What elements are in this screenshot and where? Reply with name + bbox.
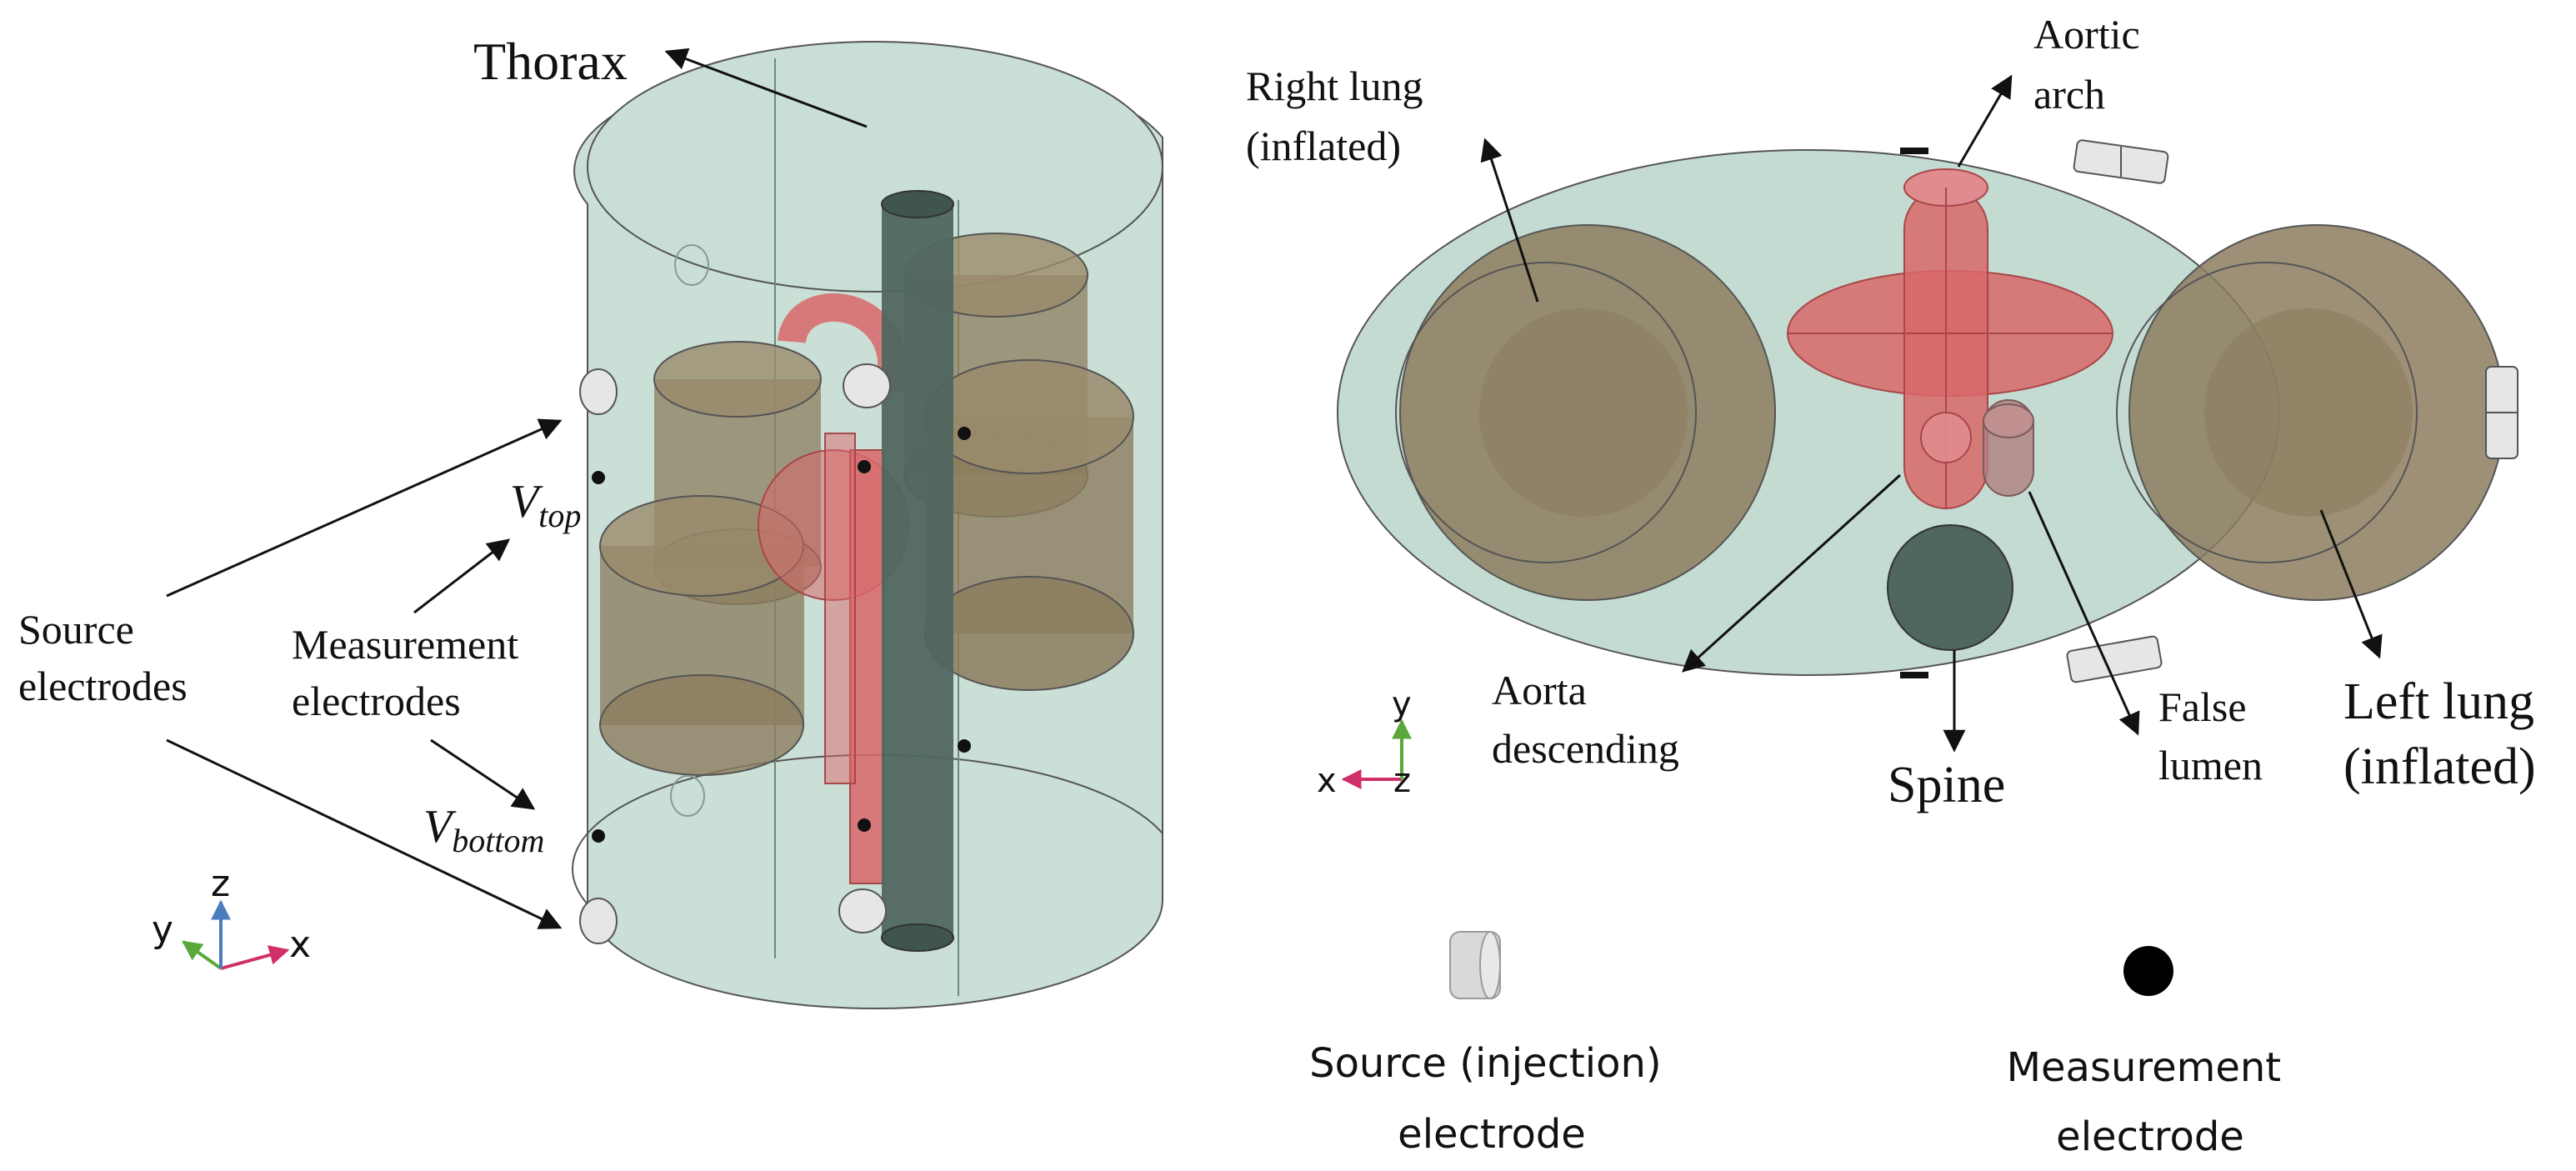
aorta-descending-label: Aorta descending (1492, 667, 1679, 772)
source-electrode (2485, 366, 2518, 459)
aorta-cross-section (1787, 168, 2113, 509)
false-lumen-arrow (2028, 491, 2140, 736)
source-electrode (2066, 635, 2163, 683)
measurement-electrodes-label: Measurement electrodes (292, 621, 529, 724)
svg-text:z: z (1393, 762, 1411, 800)
measurement-electrode (592, 471, 605, 484)
measurement-electrode (858, 818, 871, 832)
measurement-electrode (1900, 672, 1928, 678)
right-lung-label: Right lung (inflated) (1246, 63, 1433, 169)
measurement-electrode (1900, 148, 1928, 154)
left-lung-cross-section (2116, 224, 2505, 601)
measurement-arrow-top (413, 538, 511, 614)
svg-text:z: z (211, 863, 230, 905)
axis-triad-right: x y z (1317, 685, 1412, 800)
thorax-cross-section-view: Right lung (inflated) Aortic arch Aorta … (1246, 11, 2548, 813)
source-electrode (838, 888, 887, 933)
source-arrow-bottom (166, 738, 563, 929)
measurement-electrode (858, 460, 871, 473)
legend-source-electrode-icon (1449, 931, 1501, 999)
measurement-electrode (592, 829, 605, 843)
aorta-3d (758, 293, 909, 884)
aortic-arch-label: Aortic arch (2033, 11, 2150, 118)
measurement-electrode (958, 427, 971, 440)
measurement-arrow-bottom (430, 738, 536, 810)
source-electrode-faint (674, 244, 709, 286)
spine-3d (881, 190, 954, 952)
spine-cross-section (1887, 524, 2013, 651)
thorax-3d-view: Thorax Source electrodes Measurement ele… (18, 32, 1163, 1009)
legend-source-label: Source (injection) electrode (1309, 1040, 1674, 1158)
svg-text:x: x (289, 923, 311, 966)
aortic-arch-arrow (1957, 74, 2013, 168)
source-electrode (843, 363, 891, 408)
source-arrow-top (166, 418, 563, 598)
svg-text:y: y (152, 908, 173, 951)
lung-cylinder-lower-right (924, 359, 1134, 691)
aorta-descending-arrow (1681, 473, 1902, 673)
v-top-label: Vtop (510, 476, 581, 534)
v-bottom-label: Vbottom (423, 801, 544, 859)
svg-text:x: x (1317, 762, 1337, 800)
thorax-label: Thorax (473, 32, 628, 91)
false-lumen-cross-section (1983, 399, 2034, 497)
axis-triad-left: x y z (152, 863, 311, 970)
legend-measurement-label: Measurement electrode (2007, 1044, 2294, 1160)
thorax-top-cap (587, 41, 1163, 293)
spine-label: Spine (1888, 757, 2005, 813)
thorax-arrow (664, 48, 868, 128)
source-electrodes-label: Source electrodes (18, 606, 188, 709)
svg-text:y: y (1392, 685, 1412, 723)
source-electrode-faint (670, 775, 705, 817)
lung-cylinder-lower-left (599, 495, 804, 776)
left-lung-arrow (2319, 509, 2383, 659)
legend-measurement-electrode-icon (2123, 946, 2173, 996)
thorax-bottom-rim (572, 753, 1163, 905)
source-electrode (2073, 139, 2169, 184)
right-lung-arrow (1480, 138, 1539, 303)
measurement-electrode (958, 739, 971, 753)
source-electrode (579, 368, 618, 415)
source-electrode (579, 898, 618, 944)
left-lung-label: Left lung (inflated) (2343, 673, 2548, 795)
right-lung-cross-section (1395, 224, 1776, 601)
false-lumen-label: False lumen (2158, 683, 2263, 788)
legend: Source (injection) electrode Measurement… (1309, 931, 2294, 1160)
